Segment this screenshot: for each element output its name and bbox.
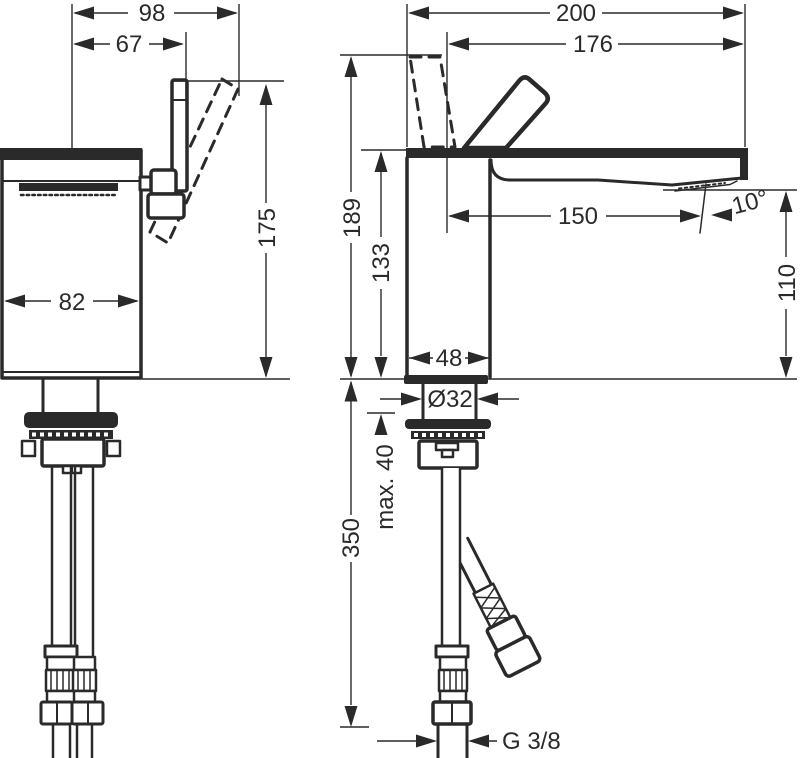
dim-side-outlet-height-value: 110 bbox=[774, 264, 800, 302]
side-aerator-plane bbox=[670, 176, 744, 187]
side-flexible-hose-diagonal bbox=[450, 536, 542, 678]
side-mounting-hardware bbox=[405, 381, 491, 470]
front-braid1-bottom bbox=[45, 689, 77, 704]
side-handle-dashed-upright bbox=[408, 55, 457, 149]
dim-side-deck-height-value: 133 bbox=[368, 243, 395, 283]
dim-side-supply-length-value: 350 bbox=[338, 518, 365, 558]
side-braid-top bbox=[438, 655, 468, 672]
dim-front-body-width: 82 bbox=[4, 289, 139, 316]
dim-side-thread-size-value: G 3/8 bbox=[502, 728, 561, 755]
dim-side-shank-diameter-value: Ø32 bbox=[427, 386, 472, 413]
side-shank bbox=[421, 381, 478, 421]
front-clamp-tab-left bbox=[20, 439, 37, 458]
side-braid-barrel bbox=[437, 668, 469, 693]
side-hose-end-fitting bbox=[494, 634, 542, 678]
dim-side-spout-reach-value: 150 bbox=[558, 203, 598, 230]
dim-side-shank-diameter: Ø32 bbox=[380, 386, 519, 413]
front-pipe-stubs bbox=[51, 722, 94, 758]
side-clamp-screw bbox=[440, 448, 455, 459]
arrowhead bbox=[711, 208, 732, 222]
dim-side-thread-size: G 3/8 bbox=[377, 728, 561, 755]
dim-front-total-width: 98 bbox=[73, 0, 238, 27]
dim-side-total-height: 189 bbox=[339, 56, 366, 378]
front-handle-lever bbox=[170, 78, 189, 193]
dim-side-handle-depth-value: 176 bbox=[573, 31, 613, 58]
dim-side-base-depth: 48 bbox=[409, 345, 489, 372]
side-washer bbox=[405, 419, 491, 429]
front-knurled-ring bbox=[29, 430, 113, 439]
front-braid2-bottom bbox=[72, 689, 97, 704]
front-shank bbox=[41, 378, 100, 414]
dim-front-total-height-value: 175 bbox=[254, 208, 281, 248]
side-supply-pipe bbox=[431, 466, 473, 758]
side-spout-underside bbox=[489, 158, 674, 187]
arrowheads bbox=[409, 351, 489, 365]
side-aerator-lower-edge bbox=[674, 180, 738, 192]
dim-side-total-depth: 200 bbox=[408, 0, 744, 27]
dim-front-total-height: 175 bbox=[254, 84, 281, 378]
side-extension-lines bbox=[340, 4, 797, 728]
front-washer bbox=[24, 412, 118, 428]
dim-side-supply-length: 350 bbox=[338, 380, 365, 727]
front-hose-collar bbox=[43, 644, 79, 659]
arrowheads bbox=[416, 734, 489, 748]
side-spout-end-cap bbox=[740, 149, 748, 180]
side-hose-braid-hatch bbox=[474, 586, 512, 629]
dim-front-handle-width-value: 67 bbox=[116, 31, 143, 58]
side-handle-lever-tilted bbox=[461, 75, 550, 151]
arrowheads bbox=[779, 191, 793, 378]
dim-front-handle-width: 67 bbox=[73, 31, 184, 58]
front-braid2-ticks bbox=[77, 669, 91, 692]
dim-side-total-height-value: 189 bbox=[339, 198, 366, 238]
front-view bbox=[0, 77, 240, 758]
side-dimensions: 200 176 189 133 max. 40 350 bbox=[338, 0, 800, 755]
side-view bbox=[340, 55, 797, 758]
front-clamp-tab-right bbox=[105, 439, 122, 458]
side-body-column-edges bbox=[405, 156, 492, 379]
front-aerator-strip bbox=[19, 183, 118, 191]
front-mounting-hardware bbox=[20, 378, 122, 475]
angle-reference-line bbox=[699, 183, 707, 234]
side-pipe-stub bbox=[436, 722, 469, 758]
front-dimensions: 98 67 175 82 bbox=[4, 0, 290, 380]
dim-side-total-depth-value: 200 bbox=[556, 0, 596, 27]
side-pipe-collar bbox=[434, 644, 470, 659]
arrowhead bbox=[374, 414, 388, 435]
dim-side-spout-angle: 10° bbox=[699, 183, 771, 234]
side-braid-ticks bbox=[443, 669, 463, 692]
dim-side-max-mounting-thickness-value: max. 40 bbox=[372, 444, 399, 529]
dim-front-total-width-value: 98 bbox=[139, 0, 166, 27]
arrowheads bbox=[401, 392, 498, 406]
dim-side-base-depth-value: 48 bbox=[436, 345, 463, 372]
dim-side-max-mounting-thickness: max. 40 bbox=[372, 414, 399, 530]
dim-side-spout-reach: 150 bbox=[448, 203, 701, 230]
side-aerator-dotted-screen bbox=[678, 182, 726, 190]
side-base-seal bbox=[404, 375, 488, 384]
front-braid2-top bbox=[72, 655, 97, 672]
side-deck-spout-top bbox=[406, 148, 748, 158]
front-supply-hoses bbox=[39, 465, 105, 758]
front-braid1-ticks bbox=[50, 669, 70, 692]
front-handle-base-block bbox=[146, 192, 186, 220]
front-fixing-block bbox=[40, 437, 106, 468]
dim-side-outlet-height: 110 bbox=[774, 191, 800, 378]
dim-side-deck-height: 133 bbox=[368, 151, 395, 378]
front-handle-pivot-block bbox=[149, 168, 178, 196]
dim-front-body-width-value: 82 bbox=[59, 289, 86, 316]
dim-side-handle-depth: 176 bbox=[448, 31, 744, 58]
front-braid1-top bbox=[45, 655, 77, 672]
front-extension-lines bbox=[71, 4, 290, 380]
front-hose-tubes bbox=[50, 465, 95, 659]
front-deck-top-bar bbox=[0, 148, 142, 160]
